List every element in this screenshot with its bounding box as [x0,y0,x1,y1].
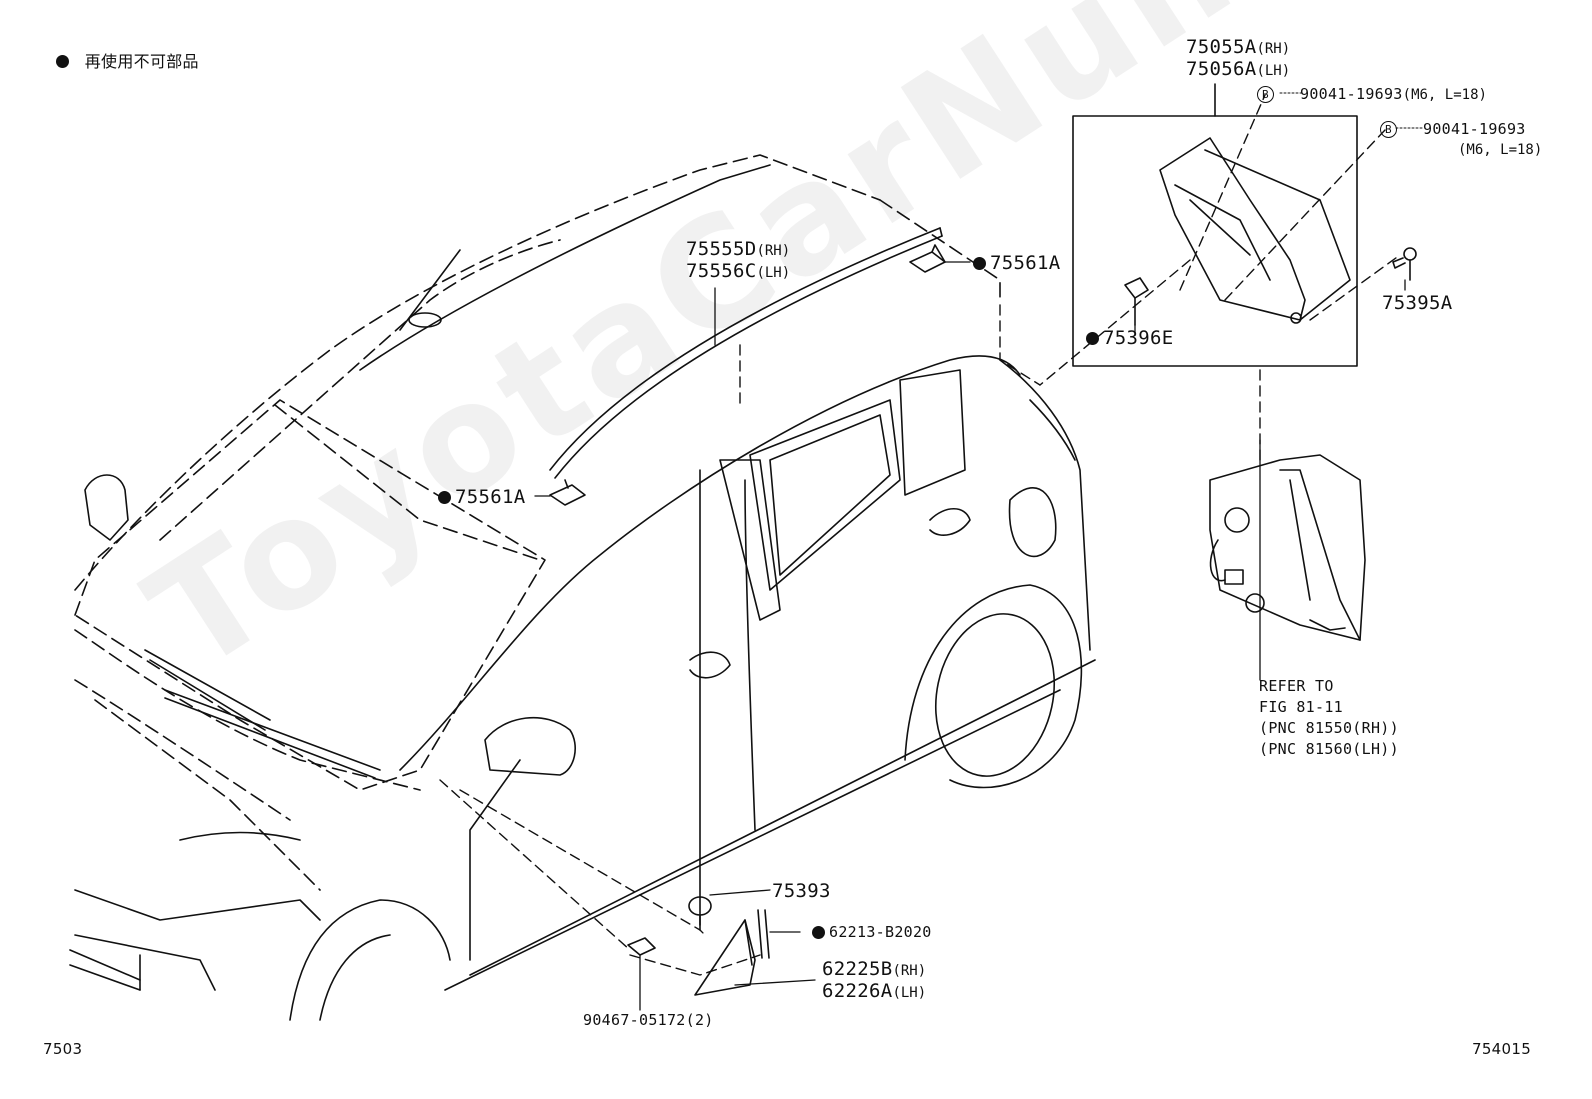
part-label-75393[interactable]: 75393 [772,880,831,902]
non-reusable-dot-icon [973,257,986,270]
bolt-2-spec: (M6, L=18) [1458,142,1543,158]
solid-leaders [534,261,1406,1011]
part-label-62226A[interactable]: 62226A(LH) [822,980,927,1002]
roof-outline [74,154,1001,591]
tape-62213 [757,909,770,959]
garnish-62225 [694,919,756,996]
legend-text: 再使用不可部品 [84,52,199,71]
tail-lamp-detail [1159,137,1351,324]
body-side [399,355,1096,991]
roof-rail [359,164,771,371]
non-reusable-dot-icon [438,491,451,504]
rear-wheel [904,584,1083,789]
bolt-leaders [1279,92,1425,129]
figure-code-right: 754015 [1472,1040,1532,1058]
part-label-62225B[interactable]: 62225B(RH) [822,958,927,980]
front-fascia [69,831,321,991]
windshield [74,399,546,791]
hood-outline [74,629,421,891]
clip-75393 [688,896,712,926]
refer-note[interactable]: REFER TO FIG 81-11 (PNC 81550(RH)) (PNC … [1259,677,1399,758]
clip-75561A-top [909,244,946,273]
clip-90467 [627,937,656,956]
part-label-75055A[interactable]: 75055A(RH) [1186,36,1291,58]
non-reusable-dot-icon [1086,332,1099,345]
part-label-75555D[interactable]: 75555D(RH) [686,238,791,260]
tail-lamp-reference [1209,454,1366,641]
part-label-75561A-left[interactable]: 75561A [438,486,525,508]
part-label-75056A[interactable]: 75056A(LH) [1186,58,1291,80]
non-reusable-dot-icon [56,55,69,68]
figure-code-left: 7503 [43,1040,83,1058]
screw-75395A [1392,247,1417,281]
part-label-62213-B2020[interactable]: 62213-B2020 [812,921,932,943]
part-label-75561A-top[interactable]: 75561A [973,252,1060,274]
legend: 再使用不可部品 [56,50,199,73]
part-label-75556C[interactable]: 75556C(LH) [686,260,791,282]
antenna-base [408,312,442,328]
left-mirror [84,474,129,541]
b-circle-icon: B [1380,121,1397,138]
leader-lines [439,94,1401,976]
front-wheel [289,899,451,1021]
part-label-75395A[interactable]: 75395A [1382,292,1453,314]
non-reusable-dot-icon [812,926,825,939]
side-mirror [484,716,576,776]
b-circle-icon: B [1257,86,1274,103]
clip-75561A-left [549,479,586,506]
roof-moulding [549,227,943,479]
wipers [144,649,381,779]
part-label-75396E[interactable]: 75396E [1086,327,1173,349]
clip-75396E [1124,277,1149,326]
part-label-90467-05172[interactable]: 90467-05172(2) [583,1011,714,1029]
